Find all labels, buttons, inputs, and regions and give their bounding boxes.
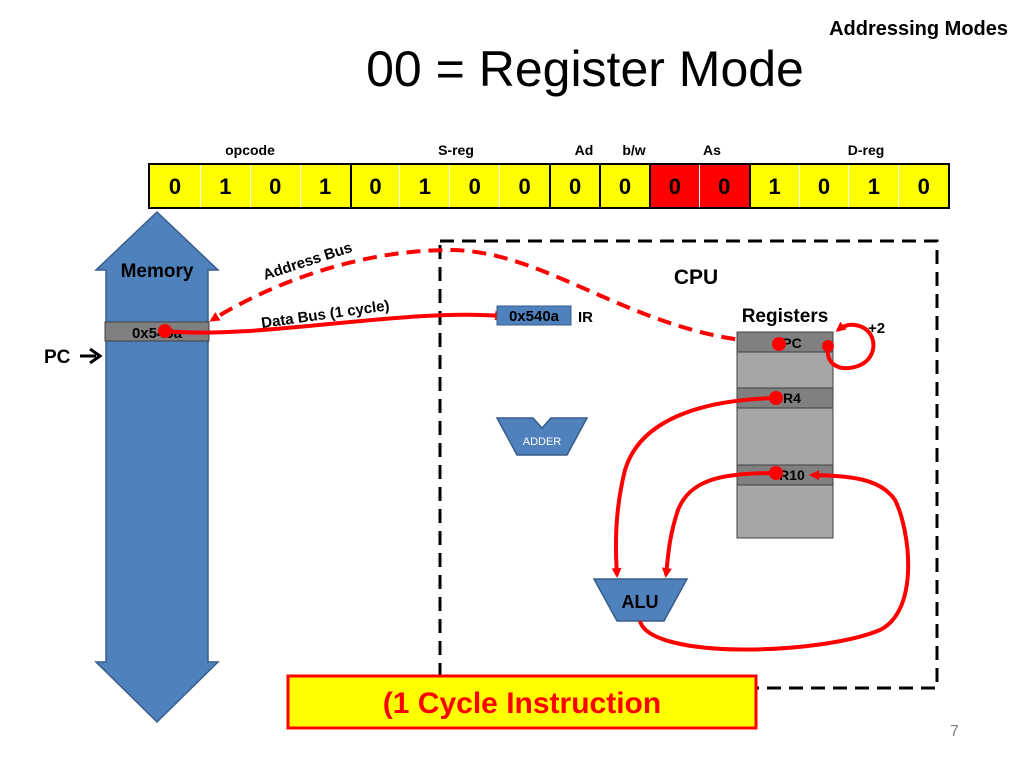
r4-to-alu-path <box>611 396 777 578</box>
data-bus-path <box>164 310 505 335</box>
bit-6: 0 <box>599 165 649 207</box>
bit-8: 0 <box>499 165 550 207</box>
register-file <box>736 331 834 539</box>
memory-block <box>94 210 220 724</box>
bit-10: 1 <box>399 165 450 207</box>
slide-title: 00 = Register Mode <box>366 41 804 97</box>
pc-address-dot <box>772 337 786 351</box>
adder-label: ADDER <box>523 436 562 448</box>
pc-increment-label: +2 <box>868 320 885 337</box>
instruction-word: 0 1 0 1 0 1 0 0 0 0 0 0 1 0 1 0 <box>148 163 951 209</box>
ir-value: 0x540a <box>509 308 560 325</box>
register-r4-label: R4 <box>783 390 801 406</box>
bit-7: 0 <box>549 165 600 207</box>
bit-1: 1 <box>848 165 899 207</box>
memory-label: Memory <box>121 261 194 282</box>
bit-14: 1 <box>199 165 250 207</box>
register-r4 <box>736 387 834 409</box>
data-bus-label: Data Bus (1 cycle) <box>260 297 390 332</box>
ir-register <box>496 305 572 326</box>
adder-shape <box>495 417 589 456</box>
bit-15: 0 <box>150 165 200 207</box>
r10-to-alu-path <box>661 471 777 578</box>
alu-shape <box>592 578 689 622</box>
register-r10-label: R10 <box>779 467 805 483</box>
registers-label: Registers <box>742 306 829 327</box>
field-label-opcode: opcode <box>225 142 275 158</box>
pc-increment-loop <box>825 321 876 371</box>
alu-to-r10-path <box>638 470 911 652</box>
section-label: Addressing Modes <box>829 18 1008 40</box>
cpu-label: CPU <box>674 266 718 289</box>
bit-0: 0 <box>898 165 949 207</box>
field-label-dreg: D-reg <box>847 142 885 158</box>
bit-3: 1 <box>748 165 799 207</box>
field-label-sreg: S-reg <box>438 142 474 158</box>
ir-label: IR <box>578 309 593 326</box>
pc-pointer-label: PC <box>44 347 71 368</box>
callout-box <box>286 674 758 730</box>
pc-pointer-arrow <box>80 347 103 365</box>
alu-label: ALU <box>622 592 659 612</box>
field-label-bw: b/w <box>622 142 646 158</box>
field-label-as: As <box>703 142 721 158</box>
bit-5: 0 <box>648 165 699 207</box>
bit-11: 0 <box>349 165 400 207</box>
bit-13: 0 <box>249 165 300 207</box>
bit-4: 0 <box>698 165 749 207</box>
field-label-ad: Ad <box>574 142 594 158</box>
bit-12: 1 <box>299 165 350 207</box>
bit-2: 0 <box>798 165 849 207</box>
bit-9: 0 <box>449 165 500 207</box>
page-number: 7 <box>950 723 959 740</box>
register-pc-label: PC <box>782 335 801 351</box>
callout-text: (1 Cycle Instruction <box>383 687 661 720</box>
